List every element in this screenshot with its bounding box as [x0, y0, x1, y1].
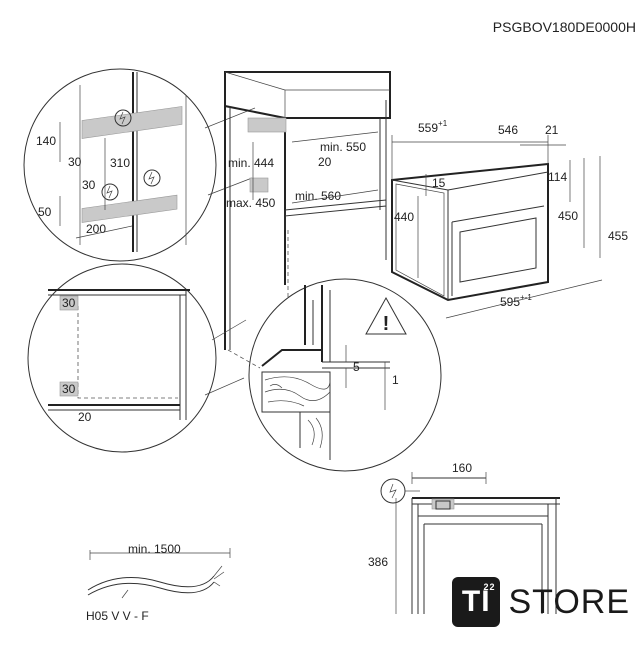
detail-circle-left: 30 30 20	[27, 263, 247, 453]
detail-circle-top-left: 140 30 310 30 50 200	[23, 68, 256, 262]
dim-min-444: min. 444	[228, 156, 274, 170]
dim-30-upper: 30	[62, 296, 76, 310]
dim-min-550: min. 550	[320, 140, 366, 154]
dim-546: 546	[498, 123, 518, 137]
dim-21: 21	[545, 123, 559, 137]
dim-30-mid: 30	[82, 178, 96, 192]
dim-5: 5	[353, 360, 360, 374]
dim-30-top: 30	[68, 155, 82, 169]
dim-max-450: max. 450	[226, 196, 276, 210]
dim-140: 140	[36, 134, 56, 148]
dim-450: 450	[558, 209, 578, 223]
detail-circle-middle: ! 5 1	[248, 278, 442, 472]
dim-1: 1	[392, 373, 399, 387]
dim-595: 595+-1	[500, 293, 532, 309]
detail-bottom-right: 160 386	[368, 461, 560, 614]
oven-unit: 559+1 546 21 15 114 440 450 455 595+-1	[391, 119, 628, 319]
dim-15: 15	[432, 176, 446, 190]
cable-spec: min. 1500 H05 V V - F	[86, 542, 231, 623]
dim-min-1500: min. 1500	[128, 542, 181, 556]
warning-icon: !	[383, 313, 390, 335]
dim-20-bottom: 20	[78, 410, 92, 424]
store-badge: TI 22 STORE	[452, 576, 630, 628]
dim-386: 386	[368, 555, 388, 569]
dim-min-560: min. 560	[295, 189, 341, 203]
store-logo-mark: TI 22	[452, 577, 501, 627]
dim-440: 440	[394, 210, 414, 224]
logo-mark-sup: 22	[483, 582, 496, 592]
dim-455: 455	[608, 229, 628, 243]
dim-310: 310	[110, 156, 130, 170]
cable-type: H05 V V - F	[86, 609, 149, 623]
model-code: PSGBOV180DE0000H	[493, 19, 636, 35]
dim-160: 160	[452, 461, 472, 475]
dim-559: 559+1	[418, 119, 448, 135]
store-name: STORE	[508, 582, 630, 621]
dim-50: 50	[38, 205, 52, 219]
dim-30-lower: 30	[62, 382, 76, 396]
dim-20: 20	[318, 155, 332, 169]
logo-mark-text: TI	[461, 585, 491, 618]
cabinet: min. 550 20 min. 444 max. 450 min. 560	[224, 71, 391, 369]
dim-114: 114	[548, 170, 567, 184]
